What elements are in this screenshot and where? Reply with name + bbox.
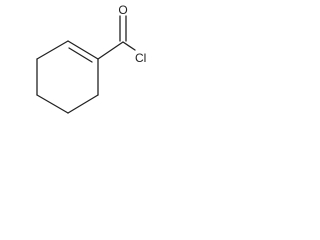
cyclohexene-ring [36, 40, 99, 114]
bond-carbonyl-to-chlorine [122, 41, 136, 51]
ring-bond-c1-c2 [67, 40, 99, 60]
ring-bond-c4-c5 [36, 94, 69, 114]
ring-bond-c5-c6 [67, 94, 99, 114]
bond-ring-to-carbonyl [97, 41, 124, 60]
chlorine-atom-label: Cl [135, 51, 146, 65]
chemical-structure: O Cl [36, 3, 146, 114]
oxygen-atom-label: O [118, 3, 127, 17]
ring-bond-c2-c3 [36, 40, 69, 60]
acyl-chloride-group [97, 15, 136, 60]
ring-double-bond-inner [68, 47, 93, 63]
